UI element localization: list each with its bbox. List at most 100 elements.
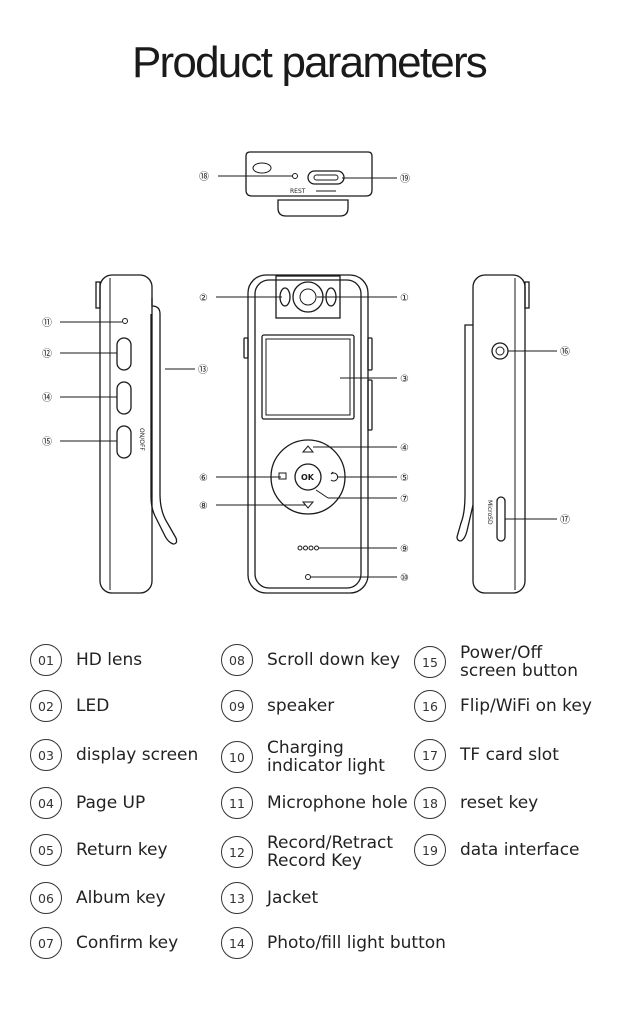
legend-number: 17 <box>414 739 446 771</box>
legend-item-09: 09 speaker <box>221 690 334 722</box>
legend-number: 04 <box>30 787 62 819</box>
hd-lens-inner <box>299 288 317 306</box>
jacket-clip <box>150 298 178 545</box>
onoff-text: ON/OFF <box>138 428 145 451</box>
legend-number: 12 <box>221 836 253 868</box>
callout-12: ⑫ <box>42 348 52 360</box>
record-button <box>116 337 132 371</box>
legend-number: 11 <box>221 787 253 819</box>
leader-lines <box>60 175 557 578</box>
charging-light <box>305 574 311 580</box>
right-side-body <box>472 274 526 594</box>
legend-number: 13 <box>221 882 253 914</box>
front-view: OK <box>243 274 373 594</box>
legend-number: 09 <box>221 690 253 722</box>
legend-number: 08 <box>221 644 253 676</box>
legend-item-05: 05 Return key <box>30 834 168 866</box>
legend-item-14: 14 Photo/fill light button <box>221 927 446 959</box>
device-diagram: REST OK <box>42 151 570 594</box>
ok-text: OK <box>301 473 315 482</box>
legend-item-04: 04 Page UP <box>30 787 145 819</box>
legend-label: data interface <box>460 840 580 860</box>
legend-number: 16 <box>414 690 446 722</box>
front-side-button-left <box>243 337 249 359</box>
top-view-clip <box>277 199 349 217</box>
flip-wifi-button-inner <box>495 346 505 356</box>
left-side-body <box>99 274 153 594</box>
right-side-view: MicroSD <box>456 274 530 594</box>
legend-label: Page UP <box>76 793 146 813</box>
legend-number: 06 <box>30 882 62 914</box>
legend-item-08: 08 Scroll down key <box>221 644 400 676</box>
legend-label: Confirm key <box>76 933 179 953</box>
callout-15: ⑮ <box>42 436 52 448</box>
legend-label: TF card slot <box>460 745 559 765</box>
legend-item-03: 03 display screen <box>30 739 198 771</box>
legend-label: LED <box>76 696 110 716</box>
legend-number: 07 <box>30 927 62 959</box>
usb-port-inner <box>313 174 339 181</box>
callout-1: ① <box>400 293 409 304</box>
front-outer-body <box>247 274 369 594</box>
callout-17: ⑰ <box>560 514 570 526</box>
legend-item-07: 07 Confirm key <box>30 927 178 959</box>
legend-item-17: 17 TF card slot <box>414 739 559 771</box>
legend-number: 03 <box>30 739 62 771</box>
legend-label: Power/Off screen button <box>460 643 578 681</box>
legend-item-01: 01 HD lens <box>30 644 142 676</box>
legend-number: 01 <box>30 644 62 676</box>
callout-11: ⑪ <box>42 317 52 329</box>
legend-item-10: 10 Charging indicator light <box>221 739 385 775</box>
display-screen <box>261 334 355 420</box>
legend-item-19: 19 data interface <box>414 834 580 866</box>
microphone-hole <box>122 318 128 324</box>
legend-label: reset key <box>460 793 539 813</box>
legend-label: Flip/WiFi on key <box>460 696 592 716</box>
legend-item-16: 16 Flip/WiFi on key <box>414 690 592 722</box>
legend-number: 02 <box>30 690 62 722</box>
display-screen-inner <box>265 338 351 416</box>
legend-item-13: 13 Jacket <box>221 882 318 914</box>
callout-9: ⑨ <box>400 544 409 555</box>
legend-label: Scroll down key <box>267 650 401 670</box>
callout-8: ⑧ <box>199 501 208 512</box>
reset-text: REST <box>290 188 306 195</box>
callout-19: ⑲ <box>400 173 410 185</box>
page-title: Product parameters <box>132 38 488 87</box>
callout-3: ③ <box>400 374 409 385</box>
legend-label: Jacket <box>267 888 319 908</box>
callout-18: ⑱ <box>199 171 209 183</box>
legend-number: 15 <box>414 646 446 678</box>
top-view-mark <box>252 162 272 174</box>
legend-item-06: 06 Album key <box>30 882 166 914</box>
legend-label: HD lens <box>76 650 143 670</box>
left-side-view: ON/OFF <box>95 274 178 594</box>
legend-number: 05 <box>30 834 62 866</box>
album-icon <box>278 472 287 480</box>
legend-item-12: 12 Record/Retract Record Key <box>221 834 393 870</box>
legend-item-18: 18 reset key <box>414 787 538 819</box>
legend-label: Charging indicator light <box>267 738 385 776</box>
front-side-button-lower <box>367 379 373 431</box>
callout-16: ⑯ <box>560 346 570 358</box>
confirm-button <box>294 463 322 491</box>
callout-6: ⑥ <box>199 473 208 484</box>
callout-13: ⑬ <box>198 364 208 376</box>
legend-number: 10 <box>221 741 253 773</box>
legend-label: Return key <box>76 840 168 860</box>
left-side-tab <box>95 281 101 309</box>
top-view: REST <box>245 151 373 217</box>
legend-number: 18 <box>414 787 446 819</box>
right-side-tab <box>524 281 530 309</box>
legend-item-15: 15 Power/Off screen button <box>414 644 578 680</box>
page-up-arrow <box>301 445 315 453</box>
callout-5: ⑤ <box>400 473 409 484</box>
callout-4: ④ <box>400 443 409 454</box>
photo-button <box>116 381 132 415</box>
legend-label: Photo/fill light button <box>267 933 446 953</box>
callout-10: ⑩ <box>400 573 409 584</box>
callout-7: ⑦ <box>400 494 409 505</box>
legend-label: display screen <box>76 745 199 765</box>
callout-labels: ⑱ ⑲ ② ① ③ ④ ⑤ ⑥ ⑦ ⑧ ⑨ ⑩ ⑪ ⑫ ⑬ ⑭ ⑮ ⑯ ⑰ <box>42 171 570 584</box>
legend-label: Microphone hole <box>267 793 408 813</box>
